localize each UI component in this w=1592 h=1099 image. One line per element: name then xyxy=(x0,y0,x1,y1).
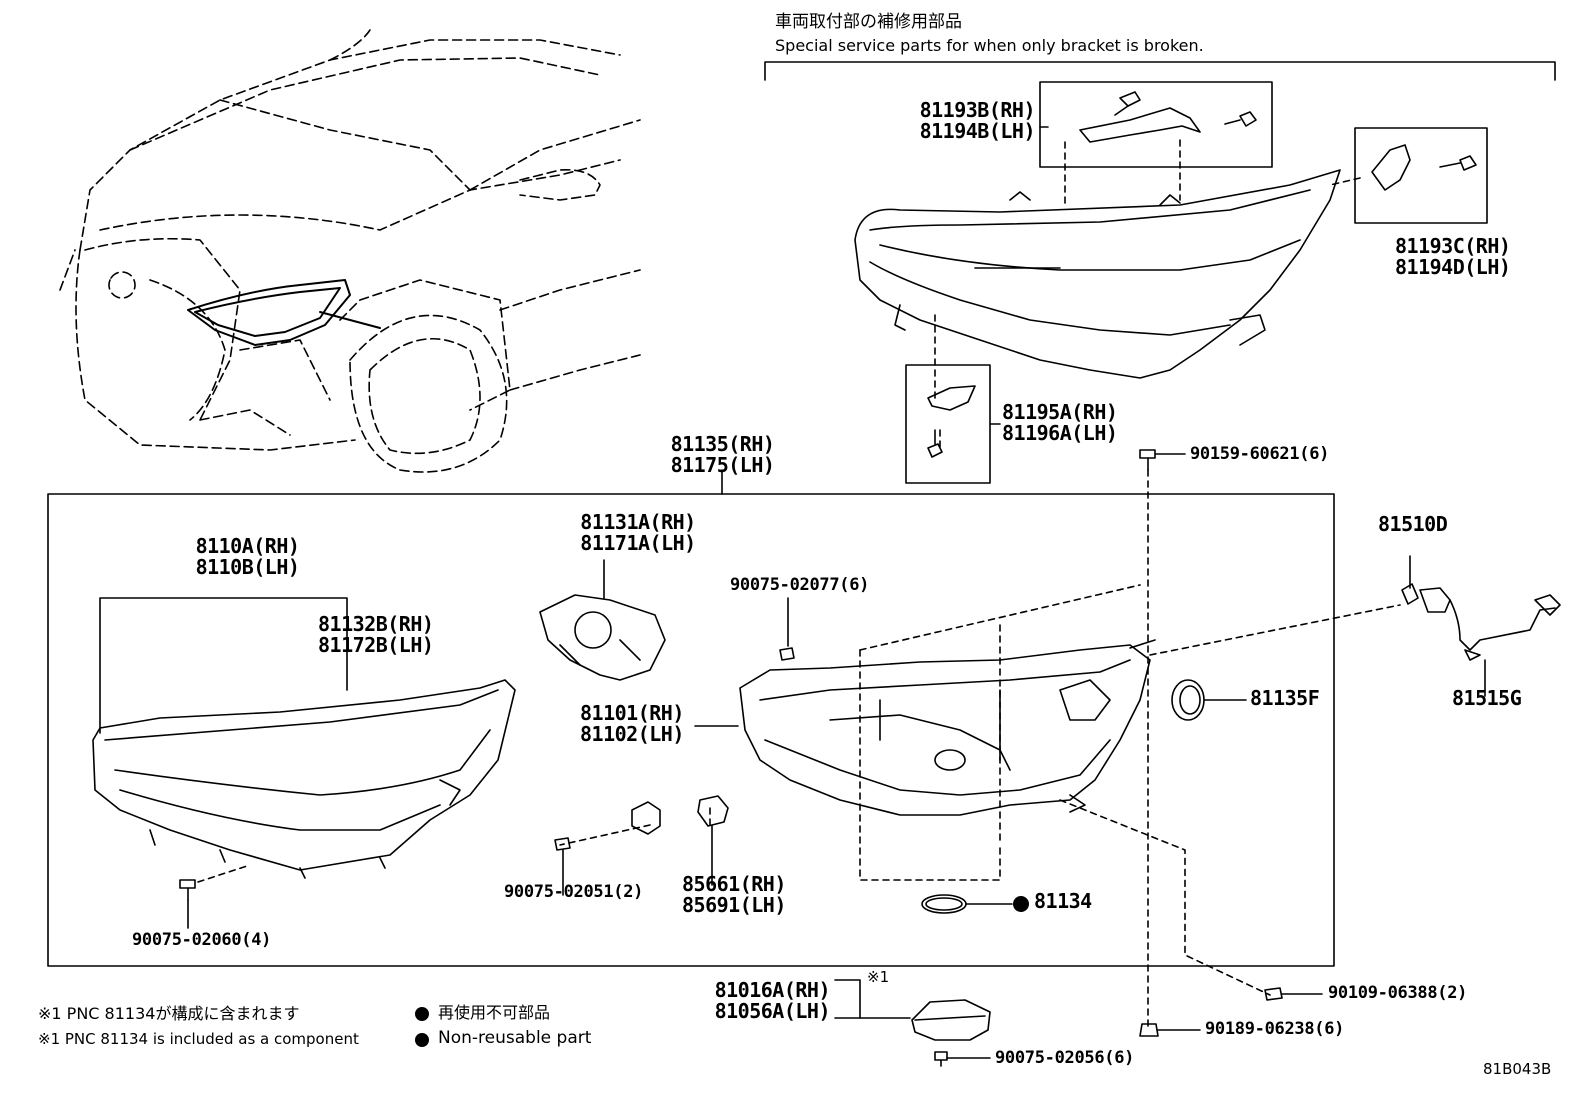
label-81195a: 81195A(RH)81196A(LH) xyxy=(1002,400,1118,445)
non-reusable-dot xyxy=(1013,896,1029,912)
label-90189: 90189-06238(6) xyxy=(1205,1019,1345,1039)
label-mark-1: ※1 xyxy=(867,968,890,986)
part-box-81193c xyxy=(1354,127,1488,224)
label-90075-02051: 90075-02051(2) xyxy=(504,882,644,902)
label-81101: 81101(RH)81102(LH) xyxy=(580,701,684,746)
headlamp-lens-drawing xyxy=(92,679,516,879)
label-81135: 81135(RH)81175(LH) xyxy=(670,432,775,477)
legend-dot-en xyxy=(415,1033,429,1047)
bracket-81195a-drawing xyxy=(927,385,976,458)
screw-90075-02060-drawing xyxy=(179,879,196,901)
label-81131a: 81131A(RH)81171A(LH) xyxy=(580,510,696,555)
assembly-dashed-guides xyxy=(934,139,1361,451)
nut-90189-drawing xyxy=(1139,1023,1159,1037)
label-8110a: 8110A(RH)8110B(LH) xyxy=(195,534,300,579)
bolt-90109-drawing xyxy=(1264,987,1283,1001)
label-90075-02060: 90075-02060(4) xyxy=(132,930,272,950)
bracket-81193c-drawing xyxy=(1371,144,1477,191)
label-81134: 81134 xyxy=(1034,889,1092,913)
label-81016a: 81016A(RH)81056A(LH) xyxy=(714,978,831,1023)
module-81016a-drawing xyxy=(911,999,991,1041)
part-box-81193b xyxy=(1039,81,1273,168)
label-81515g: 81515G xyxy=(1452,686,1522,710)
label-90075-02077: 90075-02077(6) xyxy=(730,575,870,595)
label-90159: 90159-60621(6) xyxy=(1190,444,1330,464)
screw-90075-02077-drawing xyxy=(779,647,795,661)
legend-non-reusable-en: Non-reusable part xyxy=(438,1028,592,1048)
socket-85661-drawing xyxy=(631,795,729,886)
bolt-90159-drawing xyxy=(1139,449,1156,471)
grommet-81135f-drawing xyxy=(1171,679,1205,721)
note-component-jp: ※1 PNC 81134が構成に含まれます xyxy=(38,1004,300,1023)
header-title-en: Special service parts for when only brac… xyxy=(775,36,1204,55)
screw-90075-02051-drawing xyxy=(554,837,571,896)
projector-81131a-drawing xyxy=(539,594,666,681)
legend-non-reusable-jp: 再使用不可部品 xyxy=(438,1003,551,1022)
header-bracket xyxy=(764,61,1556,81)
screw-90075-02056-drawing xyxy=(934,1051,948,1067)
header-title-jp: 車両取付部の補修用部品 xyxy=(775,12,962,32)
label-85661: 85661(RH)85691(LH) xyxy=(682,872,786,917)
construction-guides xyxy=(559,584,1401,996)
vehicle-front-illustration xyxy=(59,29,641,473)
assembly-frame-81135 xyxy=(47,493,1335,967)
label-81193b: 81193B(RH)81194B(LH) xyxy=(919,98,1036,143)
label-90109: 90109-06388(2) xyxy=(1328,983,1468,1003)
figure-id: 81B043B xyxy=(1483,1060,1552,1078)
label-81135f: 81135F xyxy=(1250,686,1320,710)
label-81510d: 81510D xyxy=(1378,512,1448,536)
bulb-harness-drawing xyxy=(1401,583,1561,661)
note-component-en: ※1 PNC 81134 is included as a component xyxy=(38,1030,359,1048)
legend-dot-jp xyxy=(415,1007,429,1021)
headlamp-housing-drawing xyxy=(739,639,1156,816)
headlamp-rear-view-drawing xyxy=(854,169,1341,379)
label-81193c: 81193C(RH)81194D(LH) xyxy=(1395,234,1511,279)
label-90075-02056: 90075-02056(6) xyxy=(995,1048,1135,1068)
bracket-81193b-drawing xyxy=(1079,91,1257,143)
part-box-81195a xyxy=(905,364,991,484)
vehicle-headlamp-highlight xyxy=(187,279,381,346)
label-81132b: 81132B(RH)81172B(LH) xyxy=(318,612,434,657)
